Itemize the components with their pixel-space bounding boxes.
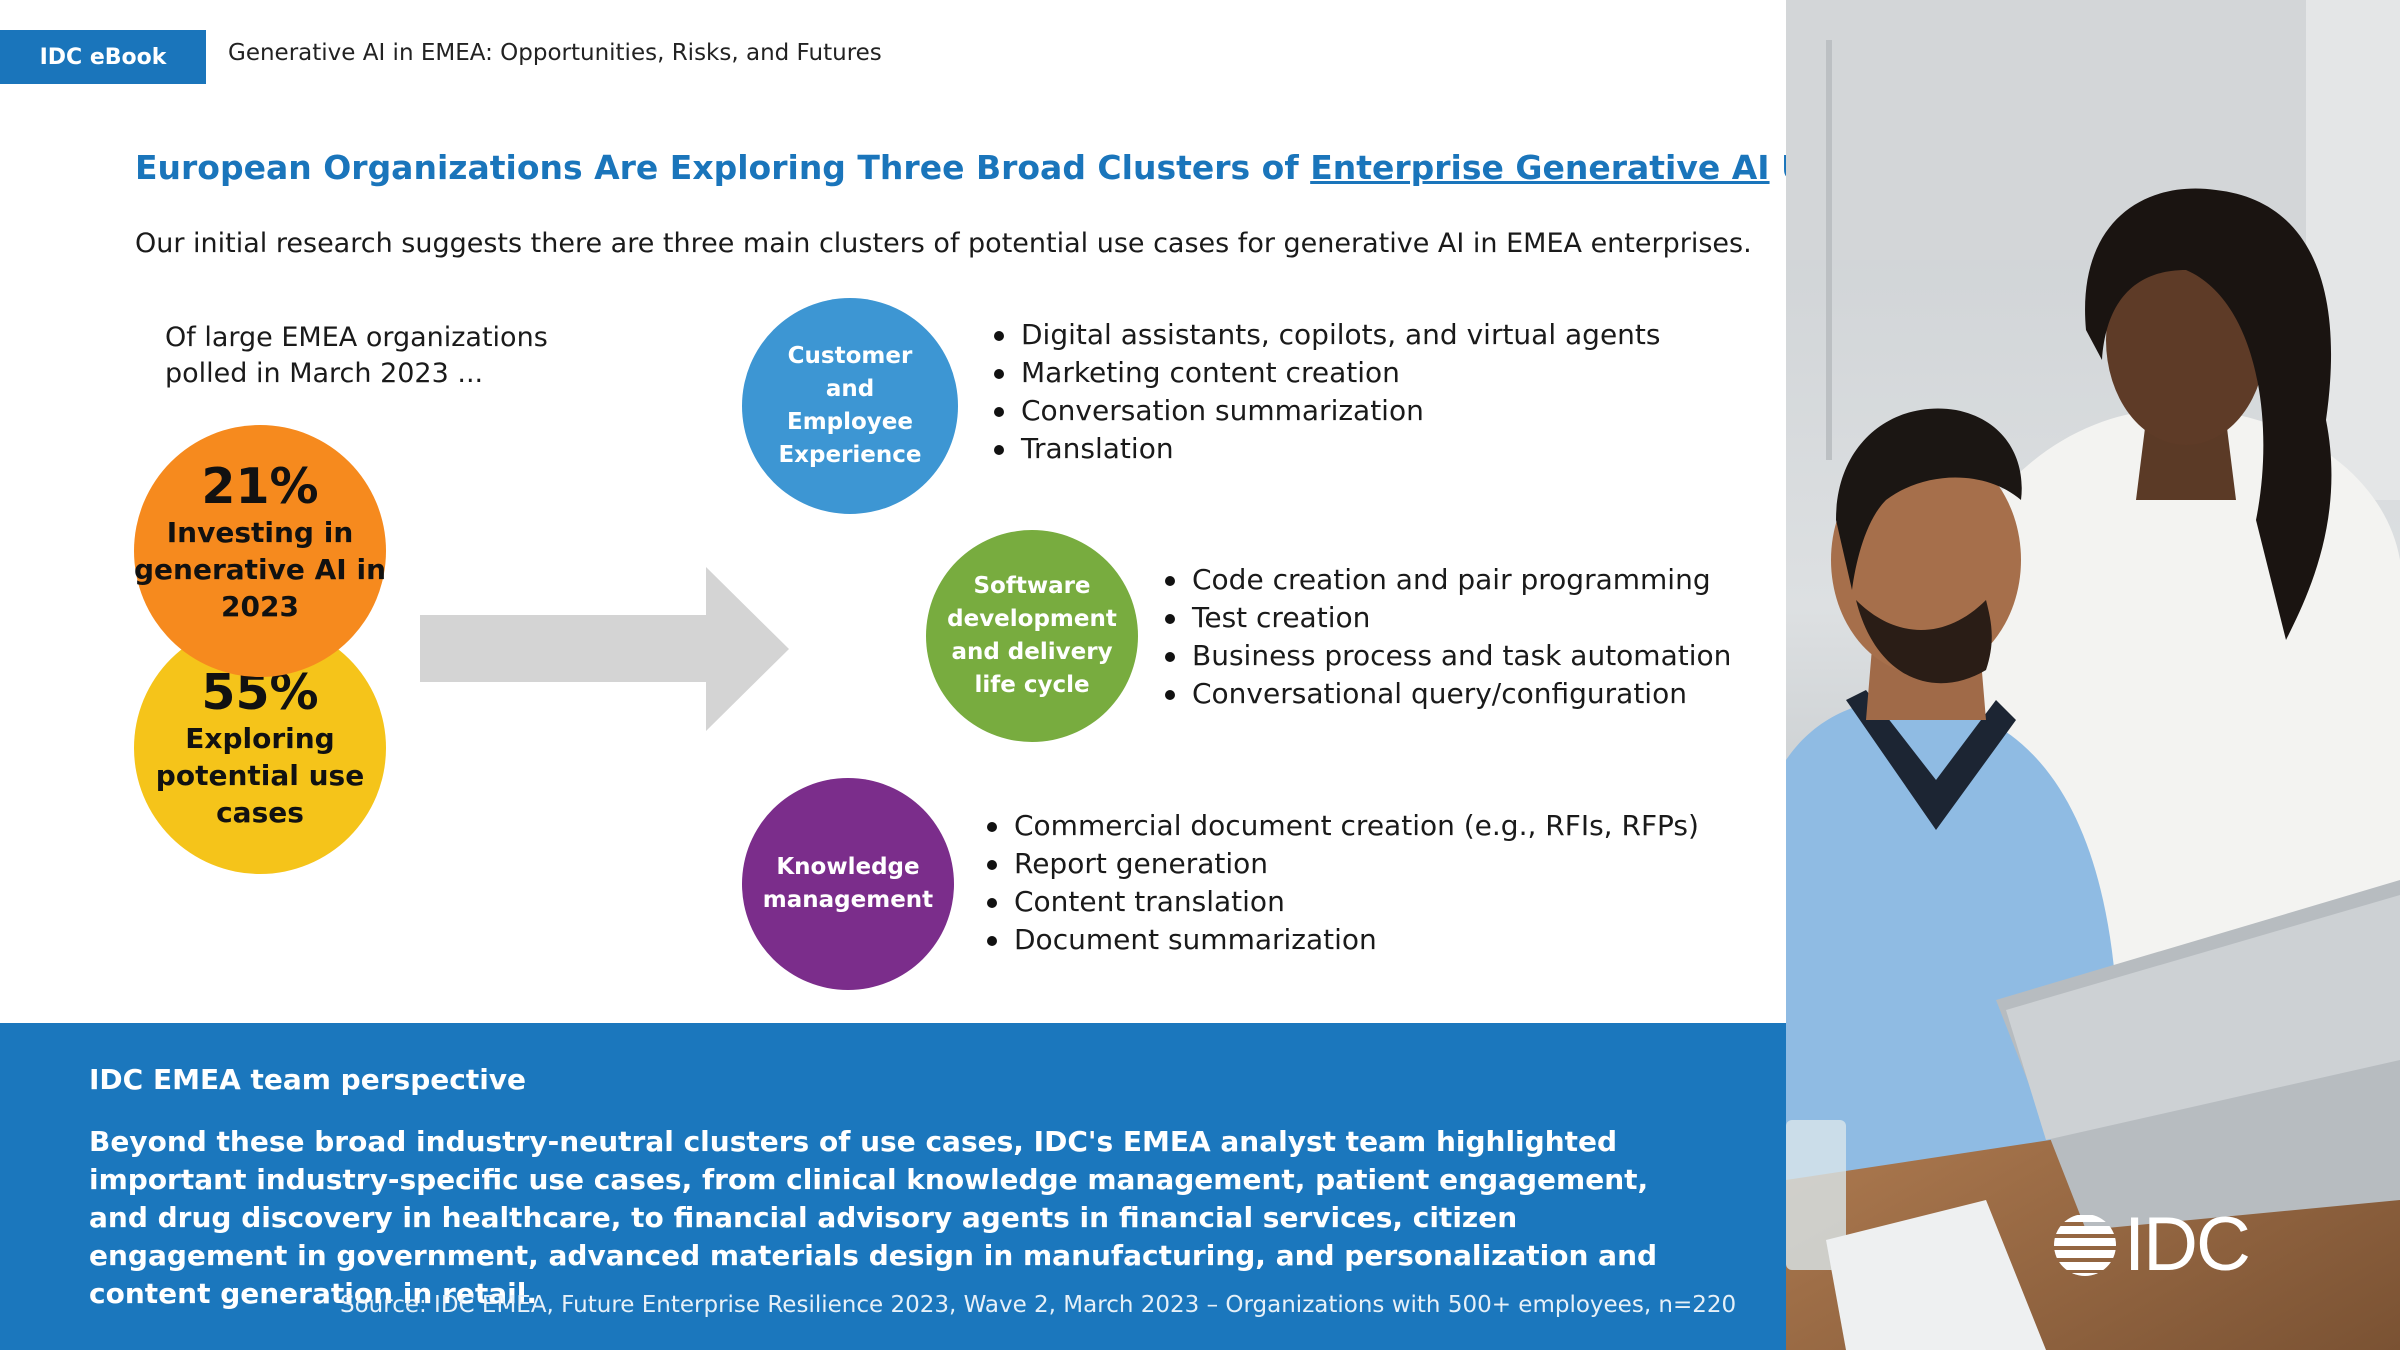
perspective-body: Beyond these broad industry-neutral clus… [89,1125,1658,1310]
list-item: Document summarization [984,921,1699,959]
cluster-knowledge-management: Knowledge management [742,778,954,990]
list-item: Test creation [1162,599,1731,637]
list-item: Business process and task automation [1162,637,1731,675]
idc-logo: IDC [2052,1202,2251,1287]
cluster-1-use-cases: Digital assistants, copilots, and virtua… [991,316,1661,468]
cluster-label-line-2: Employee [786,409,914,435]
cluster-3-use-cases: Commercial document creation (e.g., RFIs… [984,807,1699,959]
photo-illustration [1786,0,2400,1350]
poll-intro-line-1: Of large EMEA organizations [165,322,548,353]
stat-percentage: 21% [201,457,319,515]
cluster-2-use-cases: Code creation and pair programming Test … [1162,561,1731,713]
document-title: Generative AI in EMEA: Opportunities, Ri… [228,40,882,66]
list-item: Conversation summarization [991,392,1661,430]
cluster-customer-employee-experience: Customer and Employee Experience [742,298,958,514]
headline-prefix: European Organizations Are Exploring Thr… [135,148,1311,187]
source-note: Source: IDC EMEA, Future Enterprise Resi… [340,1292,1737,1318]
cluster-software-development: Software development and delivery life c… [926,530,1138,742]
cluster-label-line-3: and delivery [951,639,1113,665]
stat-desc-line-1: Investing in [166,515,354,549]
stat-circle-investing: 21% Investing in generative AI in 2023 [134,425,386,677]
main-content: IDC eBook Generative AI in EMEA: Opportu… [0,30,1786,1350]
stat-desc-line-3: 2023 [221,589,299,623]
team-perspective-panel: IDC EMEA team perspective Beyond these b… [0,1023,1786,1350]
list-item: Conversational query/configuration [1162,675,1731,713]
perspective-title: IDC EMEA team perspective [89,1063,527,1096]
idc-logo-text: IDC [2124,1202,2251,1287]
cluster-label-line-2: management [762,887,934,913]
stat-desc-line-2: potential use [155,758,365,792]
cluster-label-line-1: Customer and [787,343,913,402]
list-item: Marketing content creation [991,354,1661,392]
cluster-label-line-3: Experience [778,442,922,468]
cluster-label-line-2: development [947,606,1117,632]
idc-globe-icon [2054,1215,2116,1276]
list-item: Code creation and pair programming [1162,561,1731,599]
hero-photo [1786,0,2400,1350]
stat-desc-line-2: generative AI in [134,552,386,586]
cluster-label-line-4: life cycle [974,672,1090,698]
poll-intro: Of large EMEA organizations polled in Ma… [165,320,585,392]
list-item: Digital assistants, copilots, and virtua… [991,316,1661,354]
page-headline: European Organizations Are Exploring Thr… [135,148,1786,187]
poll-intro-line-2: polled in March 2023 ... [165,358,484,389]
stat-desc-line-3: cases [216,795,304,829]
list-item: Commercial document creation (e.g., RFIs… [984,807,1699,845]
right-arrow-icon [420,567,789,731]
list-item: Translation [991,430,1661,468]
cluster-label-line-1: Software [973,573,1091,599]
enterprise-genai-link[interactable]: Enterprise Generative AI [1310,148,1770,187]
stat-desc-line-1: Exploring [185,721,335,755]
ebook-badge: IDC eBook [0,30,206,84]
list-item: Content translation [984,883,1699,921]
page-subtitle: Our initial research suggests there are … [135,228,1752,259]
cluster-label-line-1: Knowledge [776,854,920,880]
headline-suffix: Use Cases [1770,148,1786,187]
list-item: Report generation [984,845,1699,883]
